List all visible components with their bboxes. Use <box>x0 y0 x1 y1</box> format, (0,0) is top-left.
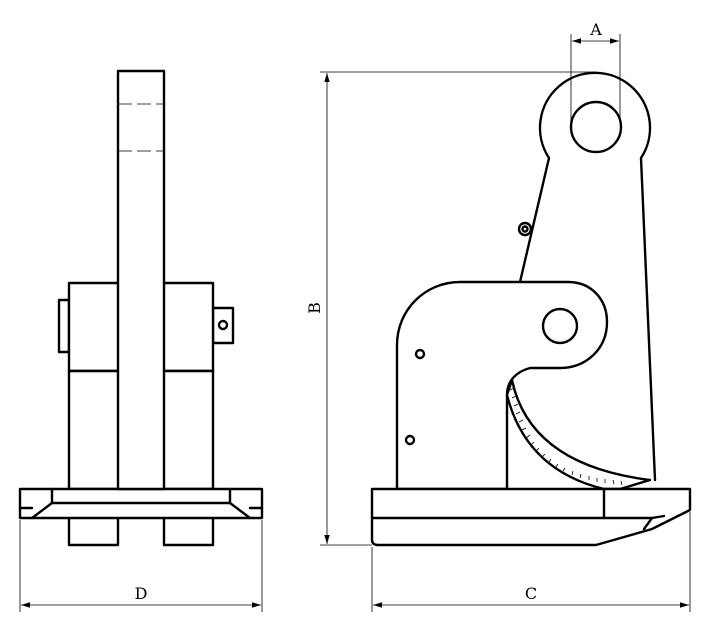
dimension-b: B <box>305 71 596 546</box>
dimension-d-label: D <box>135 584 148 603</box>
side-arm-pin-inner <box>521 225 529 233</box>
side-main-pivot <box>541 307 579 345</box>
dimension-b-label: B <box>305 302 324 314</box>
side-view: A B C <box>305 20 692 612</box>
side-arm-pin <box>517 221 533 237</box>
dimension-c-label: C <box>525 584 537 603</box>
front-base-plate <box>18 487 264 520</box>
dimension-d: D <box>19 520 263 612</box>
front-view: D <box>18 69 264 612</box>
dimension-a: A <box>570 20 621 124</box>
front-left-side-pad <box>57 298 71 354</box>
side-lifting-eye-arm <box>518 71 657 482</box>
dimension-c: C <box>371 512 691 612</box>
front-lifting-eye-plate <box>116 69 166 491</box>
side-body-hole-lower <box>404 434 416 446</box>
side-base-plate <box>370 487 692 547</box>
front-right-side-pad <box>211 306 235 345</box>
front-side-pin-hole <box>217 319 229 331</box>
side-body-hole-upper <box>414 348 426 360</box>
side-lifting-eye-hole <box>569 100 623 154</box>
side-cam-body <box>395 280 609 491</box>
side-jaw-teeth <box>509 387 623 486</box>
dimension-a-label: A <box>589 20 602 39</box>
